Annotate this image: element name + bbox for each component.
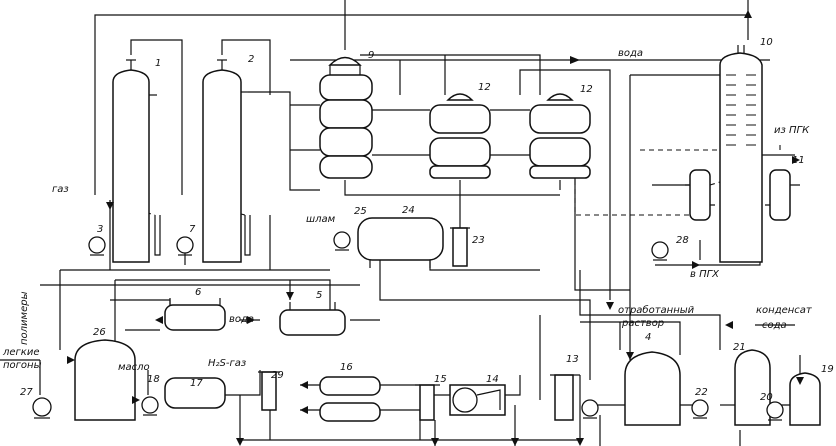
vessel-13 [550, 374, 580, 421]
tank-21 [734, 349, 771, 426]
pump-feed [581, 399, 599, 419]
column-2 [202, 59, 251, 263]
heat-exchanger-16a [319, 376, 381, 396]
num-filter-22: 29 [271, 370, 284, 381]
filter-22 [258, 371, 280, 411]
pump-27 [32, 397, 52, 419]
flow-arrows [67, 10, 804, 446]
num-separator-15: 15 [434, 374, 447, 385]
num-col-1: 1 [155, 58, 161, 69]
num-tank-26: 26 [93, 327, 106, 338]
equipment-numbers: 1 2 3 4 5 6 7 9 10 11 12 12 13 14 15 16 … [20, 37, 834, 403]
tank-19 [789, 372, 821, 426]
label-oil: масло [118, 362, 150, 373]
num-pump-20: 20 [760, 392, 773, 403]
num-pump-7: 7 [189, 224, 196, 235]
num-tank-24: 24 [402, 205, 415, 216]
num-scrubber-12a: 12 [478, 82, 491, 93]
num-compressor-14: 14 [486, 374, 499, 385]
heat-exchanger-6 [164, 298, 226, 331]
num-tank-21: 21 [733, 342, 746, 353]
num-scrubber-9: 9 [368, 50, 374, 61]
num-scrubber-12b: 12 [580, 84, 593, 95]
heat-exchanger-5 [279, 302, 346, 336]
label-gas: газ [52, 184, 69, 195]
num-pump-27: 27 [20, 387, 33, 398]
pump-28-top [651, 241, 669, 261]
tank-4 [624, 351, 681, 426]
text-labels: вода газ шлам из ПГК в ПГХ вода полимеры… [2, 48, 813, 373]
scrubber-9 [319, 56, 373, 179]
heat-exchanger-11a [685, 169, 715, 221]
num-pump-28: 28 [676, 235, 689, 246]
label-sludge: шлам [306, 214, 336, 225]
label-light-distillates-1: легкие [2, 347, 40, 358]
label-polymers: полимеры [19, 291, 30, 345]
pump-22 [691, 399, 709, 419]
label-water-hx: вода [229, 314, 254, 325]
pump-18 [141, 396, 159, 416]
num-col-10: 10 [760, 37, 773, 48]
label-spent-solution-1: отработанный [618, 304, 695, 316]
tank-26 [74, 339, 136, 421]
label-to-pgk: в ПГХ [690, 269, 720, 280]
label-water-top: вода [618, 48, 643, 59]
separator-15 [415, 384, 440, 421]
num-vessel-13: 13 [566, 354, 579, 365]
pump-7 [176, 236, 194, 256]
num-pump-22: 22 [695, 387, 708, 398]
num-hx-16: 16 [340, 362, 353, 373]
label-from-pgk: из ПГК [774, 125, 810, 136]
num-hx-11: 11 [792, 155, 805, 166]
label-spent-solution-2: раствор [621, 318, 664, 329]
label-light-distillates-2: погоны [3, 360, 42, 371]
label-condensate: конденсат [756, 305, 813, 316]
scrubber-12a [429, 93, 491, 179]
column-10 [719, 45, 763, 263]
num-hx-5: 5 [316, 290, 322, 301]
label-soda: сода [762, 320, 787, 331]
column-1 [112, 59, 161, 263]
num-col-2: 2 [248, 54, 254, 65]
pump-20 [766, 401, 784, 421]
num-filter-23: 23 [472, 235, 485, 246]
num-tank-4: 4 [645, 332, 651, 343]
pump-25 [333, 231, 351, 251]
tank-24 [357, 217, 444, 268]
label-h2s-gas: H₂S-газ [208, 358, 246, 369]
num-tank-17: 17 [190, 378, 203, 389]
heat-exchanger-11b [765, 169, 800, 221]
tank-17 [164, 377, 226, 409]
num-pump-3: 3 [97, 224, 103, 235]
heat-exchanger-16b [319, 402, 381, 422]
filter-23 [450, 227, 470, 267]
compressor-14 [449, 384, 506, 416]
num-tank-19: 19 [821, 364, 834, 375]
num-pump-25: 25 [354, 206, 367, 217]
num-hx-6: 6 [195, 287, 201, 298]
num-pump-18: 18 [147, 374, 160, 385]
scrubber-12b [529, 93, 591, 179]
pump-3 [88, 236, 106, 256]
